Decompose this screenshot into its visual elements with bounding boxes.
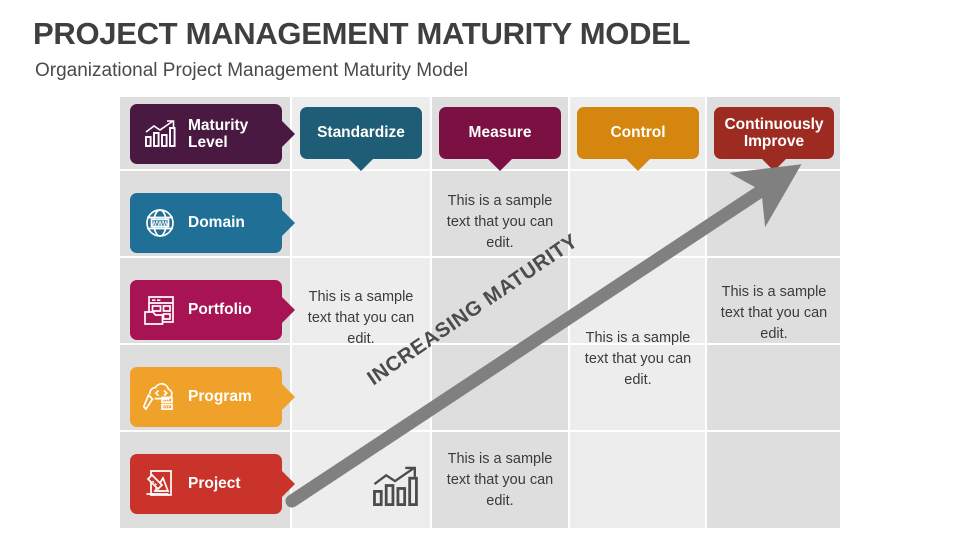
tab-pointer-icon xyxy=(761,158,787,171)
blueprint-ruler-icon xyxy=(138,464,182,504)
row-label-text: Program xyxy=(188,388,252,406)
row-divider xyxy=(120,256,840,258)
row-label-project[interactable]: Project xyxy=(130,454,295,514)
bar-chart-growth-icon xyxy=(138,114,182,154)
column-header-standardize[interactable]: Standardize xyxy=(300,107,422,171)
page-subtitle: Organizational Project Management Maturi… xyxy=(35,60,468,81)
row-divider xyxy=(120,430,840,432)
tab-pointer-icon xyxy=(487,158,513,171)
row-label-text: Project xyxy=(188,475,241,493)
tab-pointer-icon xyxy=(625,158,651,171)
row-header-maturity-level[interactable]: Maturity Level xyxy=(130,104,295,164)
bar-chart-growth-icon xyxy=(370,465,420,514)
column-header-label: Control xyxy=(610,124,666,142)
column-header-label: Continuously Improve xyxy=(724,115,824,150)
row-label-text: Portfolio xyxy=(188,301,252,319)
tab-notch-icon xyxy=(281,120,295,148)
row-label-domain[interactable]: WWW Domain xyxy=(130,193,295,253)
column-header-label: Measure xyxy=(468,124,532,142)
cell-improve-portfolio[interactable]: This is a sample text that you can edit. xyxy=(720,284,828,343)
tab-notch-icon xyxy=(281,209,295,237)
cloud-code-icon xyxy=(138,377,182,417)
column-header-control[interactable]: Control xyxy=(577,107,699,171)
cell-control-portfolio[interactable]: This is a sample text that you can edit. xyxy=(584,330,692,389)
page-title: PROJECT MANAGEMENT MATURITY MODEL xyxy=(33,16,691,51)
tab-notch-icon xyxy=(281,383,295,411)
row-divider xyxy=(120,169,840,171)
row-label-program[interactable]: Program xyxy=(130,367,295,427)
row-label-portfolio[interactable]: Portfolio xyxy=(130,280,295,340)
cell-standardize-project[interactable]: This is a sample text that you can edit. xyxy=(446,451,554,510)
column-header-continuously-improve[interactable]: Continuously Improve xyxy=(714,107,834,171)
tab-pointer-icon xyxy=(348,158,374,171)
column-header-measure[interactable]: Measure xyxy=(439,107,561,171)
svg-text:WWW: WWW xyxy=(151,220,169,227)
tab-notch-icon xyxy=(281,296,295,324)
row-header-label: Maturity Level xyxy=(188,116,249,151)
column-header-label: Standardize xyxy=(317,124,405,142)
globe-www-icon: WWW xyxy=(138,203,182,243)
tab-notch-icon xyxy=(281,470,295,498)
row-label-text: Domain xyxy=(188,214,245,232)
portfolio-folder-icon xyxy=(138,290,182,330)
maturity-matrix: Maturity Level WWW Domain xyxy=(120,97,840,528)
